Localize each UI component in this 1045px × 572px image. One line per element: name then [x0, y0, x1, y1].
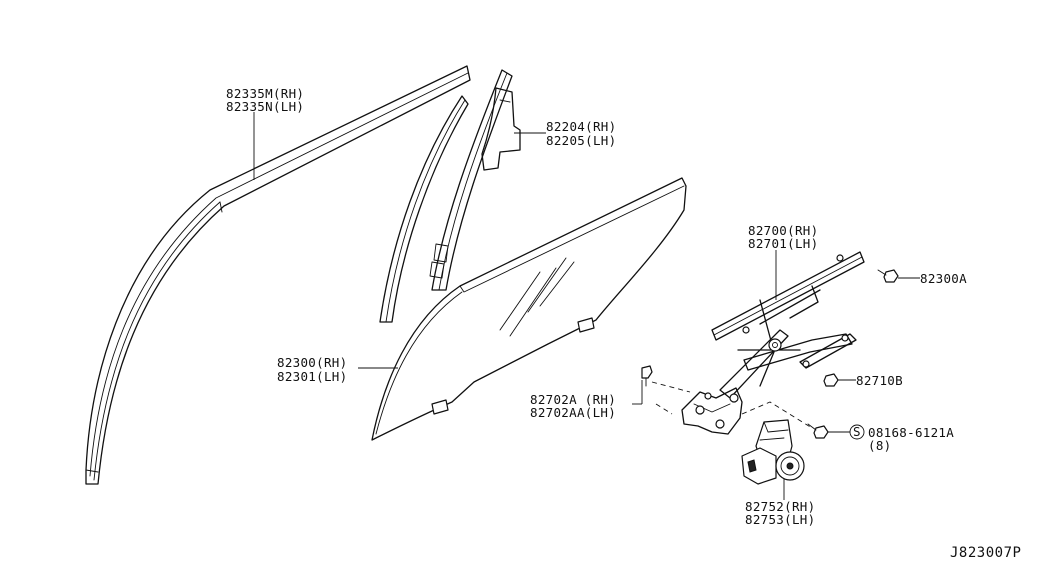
- label-regulator-rh: 82700(RH): [748, 223, 818, 238]
- fasteners: [641, 269, 899, 439]
- label-motor-bolt-rh: 82702A (RH): [530, 392, 616, 407]
- label-glass-lh: 82301(LH): [277, 369, 347, 384]
- diagram-reference-code: J823007P: [950, 545, 1021, 561]
- label-bolt-upper: 82300A: [920, 271, 967, 286]
- label-sash-lh: 82335N(LH): [226, 99, 304, 114]
- label-nut-lower: 82710B: [856, 373, 903, 388]
- label-screw-qty: (8): [868, 438, 891, 453]
- label-rear-sash-rh: 82204(RH): [546, 119, 616, 134]
- label-sash-rh: 82335M(RH): [226, 86, 304, 101]
- front-door-sash-channel: [85, 65, 471, 485]
- label-regulator-lh: 82701(LH): [748, 236, 818, 251]
- window-regulator: [681, 251, 865, 435]
- label-glass-rh: 82300(RH): [277, 355, 347, 370]
- label-rear-sash-lh: 82205(LH): [546, 133, 616, 148]
- label-motor-lh: 82753(LH): [745, 512, 815, 527]
- label-screw-code: 08168-6121A: [868, 425, 954, 440]
- screw-symbol-badge: S: [849, 424, 865, 440]
- rear-sash: [379, 69, 521, 323]
- regulator-motor: [741, 419, 805, 485]
- label-motor-rh: 82752(RH): [745, 499, 815, 514]
- label-screw-symbol: S: [853, 424, 861, 439]
- label-motor-bolt-lh: 82702AA(LH): [530, 405, 616, 420]
- door-glass: [371, 177, 687, 441]
- leader-lines: [253, 112, 920, 500]
